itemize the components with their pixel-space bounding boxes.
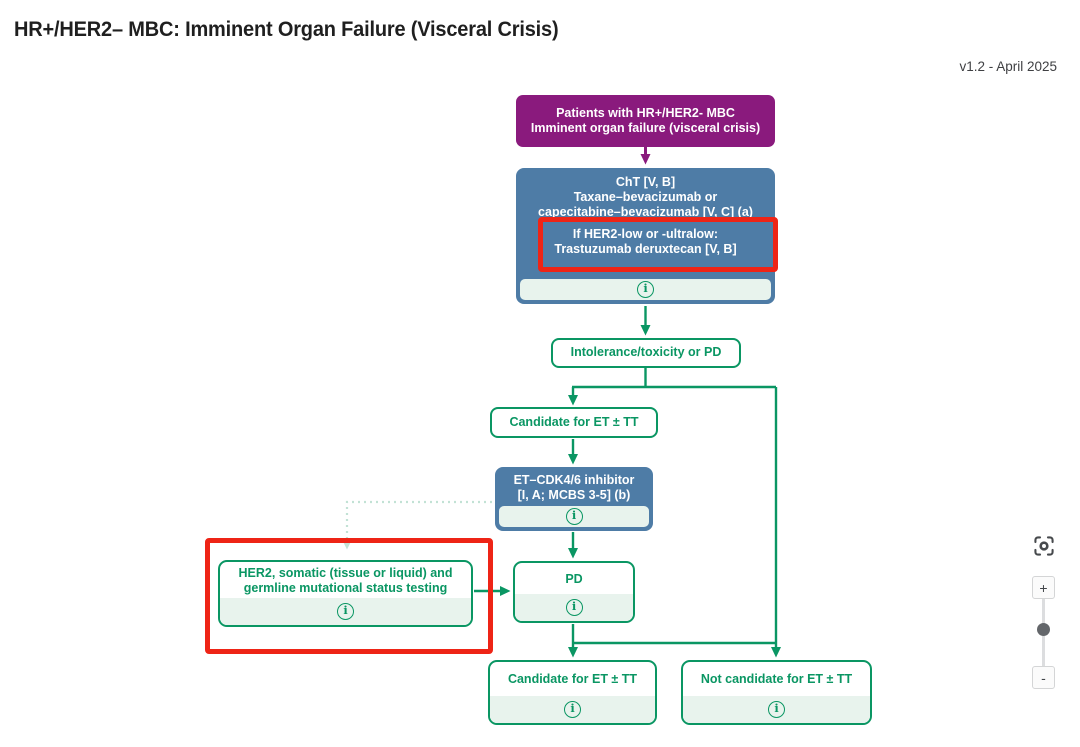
candidate-et-tt-box: Candidate for ET ± TT [490, 407, 658, 438]
cht-box: ChT [V, B] Taxane–bevacizumab or capecit… [516, 168, 775, 304]
not-candidate-et-tt-label: Not candidate for ET ± TT [700, 672, 853, 687]
info-icon[interactable]: i [337, 603, 354, 620]
cht-box-line1: ChT [V, B] [615, 175, 676, 189]
her2-testing-line2: germline mutational status testing [243, 581, 448, 595]
pd-info-bar[interactable]: i [515, 594, 633, 621]
zoom-in-button[interactable]: + [1032, 576, 1055, 599]
info-icon[interactable]: i [637, 281, 654, 298]
her2-info-bar[interactable]: i [220, 598, 471, 625]
not-candidate-et-tt-box: Not candidate for ET ± TT i [681, 660, 872, 725]
info-icon[interactable]: i [564, 701, 581, 718]
pd-box-label: PD [565, 571, 583, 586]
focus-icon [1034, 535, 1054, 556]
cht-box-highlight-line2: Trastuzumab deruxtecan [V, B] [554, 241, 737, 256]
patients-box-line1: Patients with HR+/HER2- MBC [556, 105, 735, 120]
cht-box-highlight-line1: If HER2-low or -ultralow: [572, 226, 719, 241]
her2-testing-box: HER2, somatic (tissue or liquid) and ger… [218, 560, 473, 627]
candidate-et-tt-label: Candidate for ET ± TT [509, 414, 639, 429]
patients-box: Patients with HR+/HER2- MBC Imminent org… [516, 95, 775, 147]
cdk-box-line1: ET–CDK4/6 inhibitor [513, 473, 635, 487]
zoom-slider[interactable] [1037, 598, 1050, 667]
cdk-info-bar[interactable]: i [499, 506, 649, 527]
pd-box: PD i [513, 561, 635, 623]
recenter-button[interactable] [1031, 534, 1057, 560]
cht-box-line3: capecitabine–bevacizumab [V, C] (a) [538, 205, 753, 220]
zoom-out-button[interactable]: - [1032, 666, 1055, 689]
cht-info-bar[interactable]: i [520, 279, 771, 300]
her2-testing-line1: HER2, somatic (tissue or liquid) and [238, 565, 453, 580]
info-icon[interactable]: i [768, 701, 785, 718]
candidate-et-tt-2-label: Candidate for ET ± TT [507, 672, 638, 687]
candidate-et-tt-box-2: Candidate for ET ± TT i [488, 660, 657, 725]
cdk-box-line2: [I, A; MCBS 3-5] (b) [517, 488, 631, 503]
intolerance-box: Intolerance/toxicity or PD [551, 338, 741, 368]
patients-box-line2: Imminent organ failure (visceral crisis) [530, 121, 761, 135]
zoom-slider-thumb[interactable] [1037, 623, 1050, 636]
intolerance-box-label: Intolerance/toxicity or PD [570, 345, 722, 360]
not-candidate-info-bar[interactable]: i [683, 696, 870, 723]
cht-box-line2: Taxane–bevacizumab or [573, 190, 718, 205]
page-title: HR+/HER2– MBC: Imminent Organ Failure (V… [14, 17, 559, 41]
candidate2-info-bar[interactable]: i [490, 696, 655, 723]
info-icon[interactable]: i [565, 599, 583, 616]
version-label: v1.2 - April 2025 [959, 59, 1057, 74]
info-icon[interactable]: i [565, 508, 583, 525]
cdk-inhibitor-box: ET–CDK4/6 inhibitor [I, A; MCBS 3-5] (b)… [495, 467, 653, 531]
